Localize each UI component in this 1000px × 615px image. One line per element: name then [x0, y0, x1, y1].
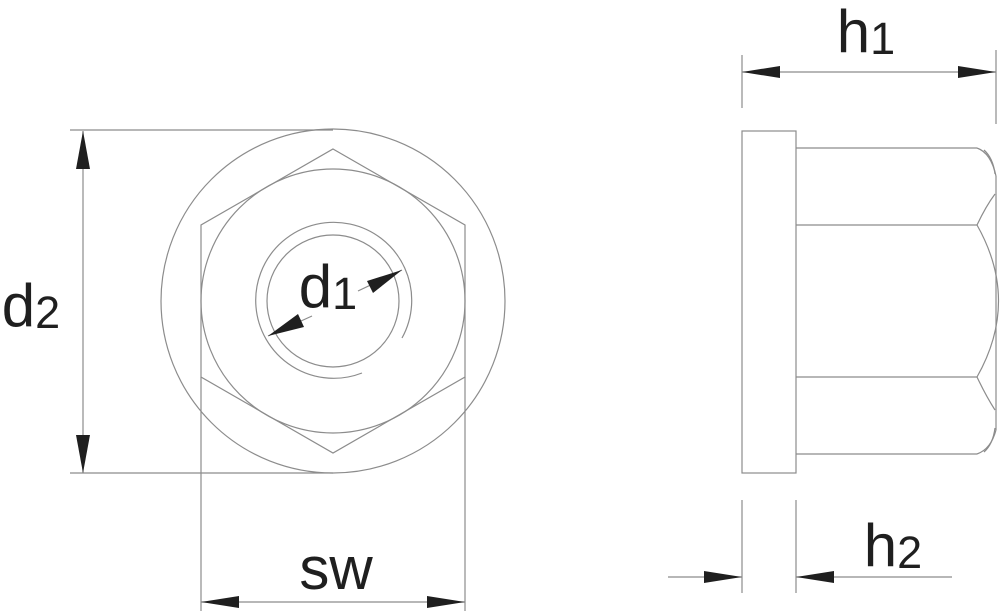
h2-label-main: h [863, 512, 898, 579]
d1-label-main: d [298, 253, 333, 320]
h1-dimension [741, 50, 997, 124]
front-view [70, 128, 506, 611]
d2-dimension [70, 129, 333, 474]
sw-label: sw [299, 539, 372, 599]
h2-arrow-pointing-left [796, 571, 834, 583]
hex-body-bottom-chamfer-arc [976, 429, 997, 455]
d1-leader [267, 269, 403, 337]
h1-arrow-left [742, 66, 780, 78]
hex-body-bottom-chamfer-inner-arc [983, 427, 996, 453]
d1-arrow-lower-left [268, 314, 304, 336]
d1-arrow-upper-right [367, 270, 402, 293]
h1-label-sub: 1 [870, 13, 896, 64]
hex-facet-arc-upper [976, 193, 996, 226]
d2-arrow-down [76, 435, 90, 473]
sw-dimension [200, 377, 466, 611]
hex-body-top-chamfer-inner-arc [983, 149, 996, 175]
sw-label-main: sw [299, 535, 373, 602]
hex-middle-facet-bulge-arc [976, 224, 999, 378]
flange-side-outline [741, 130, 797, 474]
d2-label-main: d [1, 272, 36, 339]
sw-arrow-left [201, 596, 239, 608]
h2-label-sub: 2 [897, 527, 923, 578]
d2-label-sub: 2 [35, 287, 61, 338]
hexagon-outline [200, 148, 466, 454]
thread-arc [255, 221, 413, 379]
h1-label-main: h [836, 0, 871, 65]
h1-arrow-right [958, 66, 996, 78]
d1-label-sub: 1 [332, 268, 358, 319]
d2-arrow-up [76, 131, 90, 169]
hex-facet-arc-lower [976, 376, 996, 411]
thread-hole-circle [266, 234, 400, 368]
h2-arrow-pointing-right [704, 571, 742, 583]
sw-arrow-right [427, 596, 465, 608]
h2-dimension [668, 500, 952, 593]
side-view [668, 50, 999, 593]
